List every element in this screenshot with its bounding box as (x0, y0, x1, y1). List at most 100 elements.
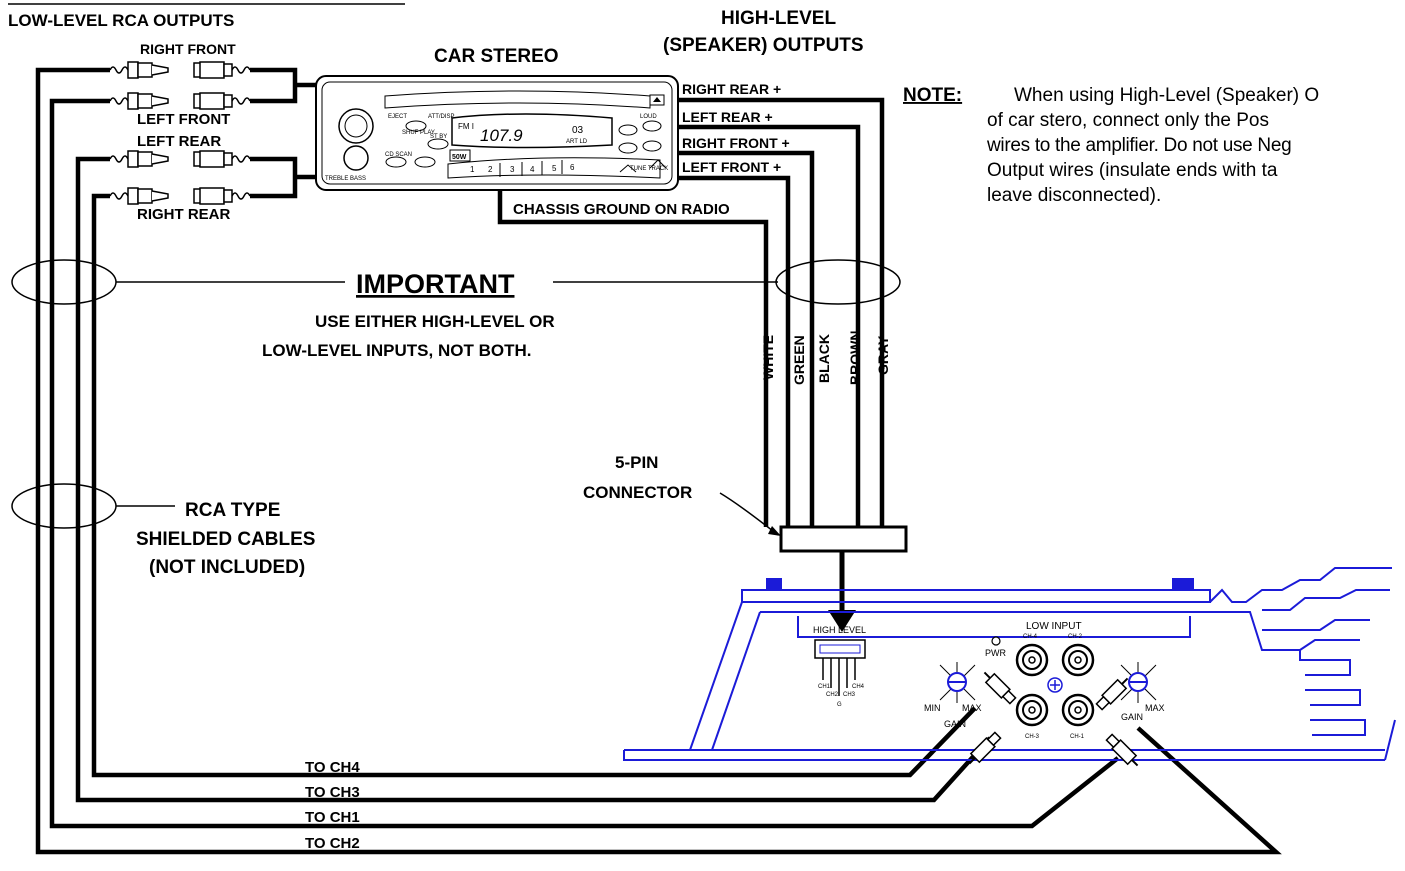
label-right-front-plus: RIGHT FRONT + (682, 135, 790, 151)
pin-label-g: G (837, 702, 842, 708)
amp-mount-left (766, 578, 782, 590)
label-right-rear: RIGHT REAR (137, 206, 231, 223)
label-left-front-plus: LEFT FRONT + (682, 159, 781, 175)
pin-label-ch2: CH2 (826, 692, 839, 698)
amp-ch-bottom-right: CH-1 (1070, 734, 1085, 740)
gain-right-label: GAIN (1121, 712, 1143, 722)
label-to-ch3: TO CH3 (305, 784, 360, 801)
pin-label-ch4: CH4 (852, 684, 865, 690)
wire-left-front-to-ch1 (49, 98, 1120, 829)
high-level-title-2: (SPEAKER) OUTPUTS (663, 35, 864, 56)
connector-pointer-head (768, 526, 781, 536)
wire-label-white: WHITE (760, 335, 776, 380)
btn-loud: LOUD (640, 114, 657, 120)
wire-right-front-black (678, 150, 815, 527)
label-to-ch2: TO CH2 (305, 835, 360, 852)
low-level-outputs-title: LOW-LEVEL RCA OUTPUTS (8, 11, 234, 30)
label-left-front: LEFT FRONT (137, 111, 230, 128)
label-chassis-ground: CHASSIS GROUND ON RADIO (513, 201, 730, 218)
note-line-2: of car stero, connect only the Pos (987, 110, 1269, 131)
amplifier: HIGH LEVEL CH1 CH2 CH3 G CH4 PWR LOW INP… (623, 567, 1396, 767)
preset-5: 5 (552, 164, 557, 173)
rca-line-1: RCA TYPE (185, 500, 280, 521)
high-level-title-1: HIGH-LEVEL (721, 8, 836, 29)
stereo-preset-buttons: 1 2 3 4 5 6 (470, 160, 575, 177)
cable-ellipse-important (11, 259, 117, 305)
stereo-power: 50W (452, 154, 467, 161)
note-block: NOTE: When using High-Level (Speaker) O … (903, 85, 1319, 206)
preset-4: 4 (530, 165, 535, 174)
rca-line-2: SHIELDED CABLES (136, 529, 315, 550)
amp-ch-top-left: CH-4 (1023, 634, 1038, 640)
preset-1: 1 (470, 165, 475, 174)
stereo-rca-link-rear (250, 156, 298, 199)
five-pin-connector (779, 525, 908, 553)
amp-center-screw-icon (1047, 677, 1063, 693)
stereo-band: FM I (458, 122, 474, 131)
preset-2: 2 (488, 165, 493, 174)
note-line-1: When using High-Level (Speaker) O (1014, 85, 1319, 106)
gain-knob-left: MIN MAX GAIN (924, 662, 982, 729)
label-right-rear-plus: RIGHT REAR + (682, 81, 781, 97)
btn-st-by: ST BY (430, 134, 447, 140)
rca-pair-left-front: LEFT FRONT (109, 92, 251, 128)
rca-plug-ch3 (968, 731, 1002, 765)
wire-left-rear-brown (678, 124, 861, 527)
note-heading: NOTE: (903, 85, 962, 106)
wire-left-rear-to-ch3 (75, 156, 992, 803)
important-title: IMPORTANT (356, 269, 515, 299)
connector-arrow-head (828, 610, 856, 632)
wire-label-green: GREEN (791, 335, 807, 385)
gain-left-max: MAX (962, 703, 982, 713)
gain-left-label: GAIN (944, 719, 966, 729)
label-left-rear: LEFT REAR (137, 133, 221, 150)
amp-high-level-socket (814, 639, 866, 659)
amp-pwr-label: PWR (985, 648, 1006, 658)
five-pin-label-2: CONNECTOR (583, 483, 692, 502)
preset-3: 3 (510, 165, 515, 174)
btn-shuf-play: SHUF PLAY (402, 130, 435, 136)
wire-ellipse-important (775, 259, 901, 305)
note-line-3: wires to the amplifier. Do not use Neg (986, 135, 1291, 156)
gain-right-max: MAX (1145, 703, 1165, 713)
btn-eject: EJECT (388, 114, 407, 120)
note-line-4: Output wires (insulate ends with ta (987, 160, 1278, 181)
amp-ch-top-right: CH-2 (1068, 634, 1083, 640)
preset-6: 6 (570, 163, 575, 172)
car-stereo-head-unit: FM I 107.9 03 ART LD 50W 1 2 3 4 5 6 EJE… (315, 75, 679, 191)
amp-ch-bottom-left: CH-3 (1025, 734, 1040, 740)
wire-label-gray: GRAY (875, 335, 891, 375)
stereo-rca-link-front (250, 67, 298, 104)
amp-power-led (991, 636, 1001, 646)
stereo-frequency: 107.9 (480, 126, 523, 145)
rca-jack-ch4 (1015, 643, 1049, 677)
rca-pair-right-front: RIGHT FRONT (109, 41, 251, 79)
amp-high-level-label: HIGH LEVEL (813, 625, 866, 635)
btn-tune-track: TUNE TRACK (630, 166, 668, 172)
gain-knob-right: MAX GAIN (1120, 662, 1165, 722)
wire-label-black: BLACK (816, 334, 832, 383)
rca-pair-left-rear: LEFT REAR (109, 133, 251, 168)
car-stereo-title: CAR STEREO (434, 46, 559, 67)
stereo-mode: ART LD (566, 139, 588, 145)
rca-plug-ch2 (1095, 677, 1129, 711)
rca-jack-ch3 (1015, 693, 1049, 727)
connector-pointer (719, 492, 779, 536)
rca-plug-ch1 (1105, 733, 1139, 767)
wire-left-front-green (678, 175, 791, 527)
pin-label-ch3: CH3 (843, 692, 856, 698)
amp-pin-leads: CH1 CH2 CH3 G CH4 (818, 658, 865, 708)
label-to-ch4: TO CH4 (305, 759, 360, 776)
gain-left-min: MIN (924, 703, 941, 713)
amp-low-input-label: LOW INPUT (1026, 621, 1082, 632)
five-pin-label-1: 5-PIN (615, 453, 658, 472)
label-to-ch1: TO CH1 (305, 809, 360, 826)
pin-label-ch1: CH1 (818, 684, 831, 690)
rca-jack-ch1 (1061, 693, 1095, 727)
stereo-track: 03 (572, 125, 584, 136)
important-line-1: USE EITHER HIGH-LEVEL OR (315, 312, 555, 331)
rca-jack-ch2 (1061, 643, 1095, 677)
label-left-rear-plus: LEFT REAR + (682, 109, 773, 125)
